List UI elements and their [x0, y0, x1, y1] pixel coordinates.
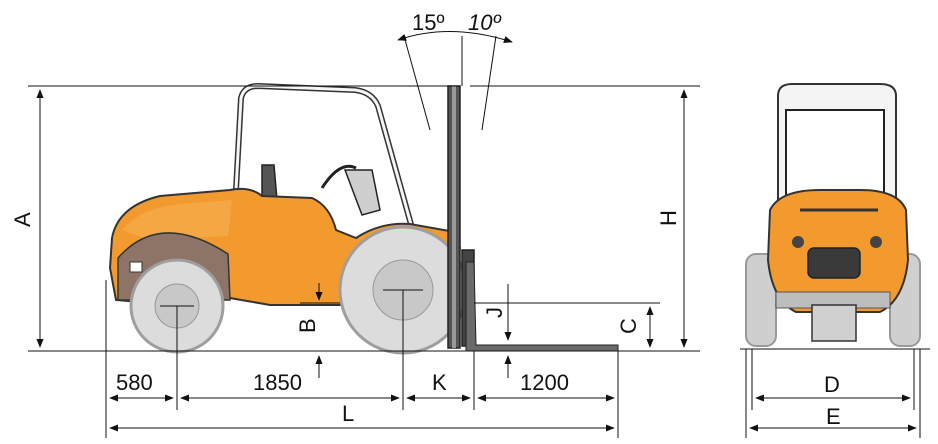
dim-580-label: 580	[116, 370, 153, 395]
steering-wheel	[320, 164, 357, 189]
front-view-dimensions	[740, 348, 930, 438]
dim-C-label: C	[616, 318, 641, 334]
front-grille	[807, 247, 861, 279]
rear-light	[129, 261, 143, 273]
front-counterweight	[811, 304, 857, 342]
dim-B-label: B	[295, 318, 320, 333]
dim-E-label: E	[826, 404, 841, 429]
hood-highlight	[122, 200, 232, 240]
dim-K-label: K	[432, 370, 447, 395]
seat	[261, 164, 278, 201]
tilt-arc	[397, 30, 513, 43]
cab-frame-inner	[231, 84, 414, 246]
front-view-forklift	[745, 83, 921, 347]
dim-1200-label: 1200	[520, 370, 569, 395]
side-view-forklift	[108, 82, 619, 355]
dim-D-label: D	[824, 372, 840, 397]
front-lamp-left	[792, 236, 804, 248]
mast-inner	[452, 86, 456, 348]
dim-A-label: A	[10, 212, 35, 227]
dim-H-label: H	[656, 210, 681, 226]
side-view-dimensions	[28, 30, 700, 438]
tilt-backward-label: 10º	[468, 10, 501, 35]
tilt-backward-line	[481, 35, 497, 131]
front-windshield	[785, 109, 885, 199]
fork	[465, 261, 619, 352]
front-lamp-right	[870, 236, 882, 248]
tilt-forward-line	[403, 35, 431, 131]
steering-column	[343, 169, 381, 216]
tilt-forward-label: 15º	[412, 10, 445, 35]
dim-1850-label: 1850	[253, 370, 302, 395]
dim-J-label: J	[482, 307, 507, 318]
dim-L-label: L	[342, 401, 354, 426]
